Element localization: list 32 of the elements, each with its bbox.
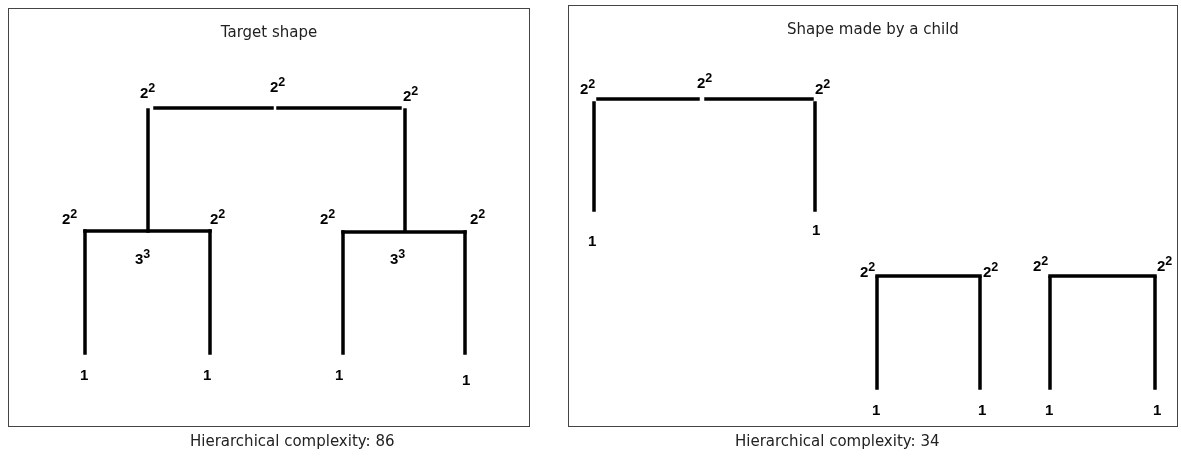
panel-title: Target shape <box>220 23 318 41</box>
number-label: 2$^{2}$ <box>210 208 226 226</box>
number-label: 2$^{2}$ <box>320 208 336 226</box>
panel <box>568 5 1178 427</box>
panel-title: Shape made by a child <box>787 20 959 38</box>
number-label: 2$^{2}$ <box>580 78 596 96</box>
number-label: 1 <box>462 372 471 387</box>
complexity-score-label: Hierarchical complexity: 34 <box>735 432 940 450</box>
number-label: 1 <box>203 367 212 382</box>
number-label: 2$^{2}$ <box>270 76 286 94</box>
number-label: 1 <box>872 402 881 417</box>
panel <box>8 8 530 427</box>
number-label: 1 <box>335 367 344 382</box>
number-label: 2$^{2}$ <box>860 261 876 279</box>
number-label: 2$^{2}$ <box>62 208 78 226</box>
number-label: 1 <box>812 222 821 237</box>
number-label: 3$^{3}$ <box>135 248 151 266</box>
number-label: 1 <box>588 233 597 248</box>
number-label: 2$^{2}$ <box>403 85 419 103</box>
number-label: 2$^{2}$ <box>1033 255 1049 273</box>
number-label: 1 <box>1153 402 1162 417</box>
number-label: 2$^{2}$ <box>470 208 486 226</box>
number-label: 3$^{3}$ <box>390 248 406 266</box>
complexity-score-label: Hierarchical complexity: 86 <box>190 432 395 450</box>
number-label: 2$^{2}$ <box>983 261 999 279</box>
number-label: 2$^{2}$ <box>1157 255 1173 273</box>
number-label: 1 <box>978 402 987 417</box>
number-label: 1 <box>80 367 89 382</box>
number-label: 2$^{2}$ <box>697 72 713 90</box>
number-label: 2$^{2}$ <box>815 78 831 96</box>
number-label: 2$^{2}$ <box>140 82 156 100</box>
number-label: 1 <box>1045 402 1054 417</box>
